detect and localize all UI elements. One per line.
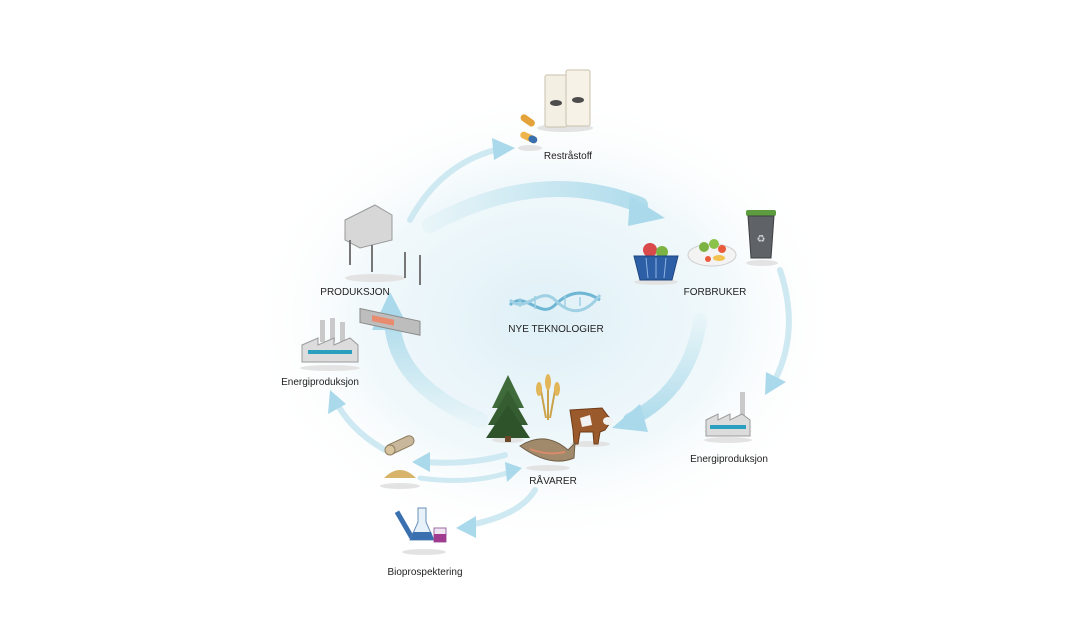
arrow-head-forbruker [628, 196, 665, 226]
arrow-head-energi-right [765, 372, 786, 395]
label-bioprospektering: Bioprospektering [387, 567, 463, 578]
arrow-ravarer-to-bioprospektering [467, 487, 538, 528]
arrow-produksjon-to-forbruker [422, 181, 648, 233]
arrow-head-ravarer-small [505, 462, 522, 482]
arrow-forbruker-to-ravarer [623, 313, 707, 427]
arrow-head-ravarer [612, 404, 648, 432]
center-glow [245, 90, 845, 550]
arrow-head-pellets [412, 452, 430, 472]
food-plate-icon [687, 239, 737, 267]
food-processing-machine-icon [344, 204, 421, 336]
label-forbruker: FORBRUKER [683, 287, 747, 298]
arrow-head-energi-left [328, 390, 346, 414]
lab-flasks-icon [394, 507, 447, 555]
arrow-produksjon-to-restrastoff [407, 147, 498, 223]
svg-text:♻: ♻ [757, 234, 766, 245]
label-energi-left: Energiproduksjon [281, 377, 359, 388]
arrow-ravarer-to-pellets [422, 452, 508, 466]
wheat-icon [536, 374, 560, 420]
dna-helix-icon [508, 291, 602, 313]
factory-icon-left [300, 318, 360, 371]
arrow-head-restrastoff [492, 138, 515, 160]
shopping-basket-icon [633, 243, 679, 285]
arrow-ravarer-to-produksjon [384, 312, 488, 428]
capsules-icon [518, 114, 542, 151]
label-center: NYE TEKNOLOGIER [508, 324, 604, 335]
spruce-tree-icon [486, 375, 530, 443]
cow-icon [569, 407, 613, 447]
label-ravarer: RÅVARER [529, 476, 577, 487]
label-restrastoff: Restråstoff [543, 151, 593, 162]
fish-oil-bags-icon [537, 69, 593, 132]
wood-pellets-icon [380, 435, 420, 489]
arrow-forbruker-to-energi [772, 267, 792, 383]
arrow-pellets-to-ravarer [417, 469, 513, 483]
label-produksjon: PRODUKSJON [320, 287, 390, 298]
label-energi-right: Energiproduksjon [690, 454, 768, 465]
arrow-head-bioprospektering [456, 516, 476, 538]
recycling-bin-icon: ♻ [746, 210, 778, 266]
factory-icon-right [704, 392, 752, 443]
salmon-icon [519, 438, 576, 471]
